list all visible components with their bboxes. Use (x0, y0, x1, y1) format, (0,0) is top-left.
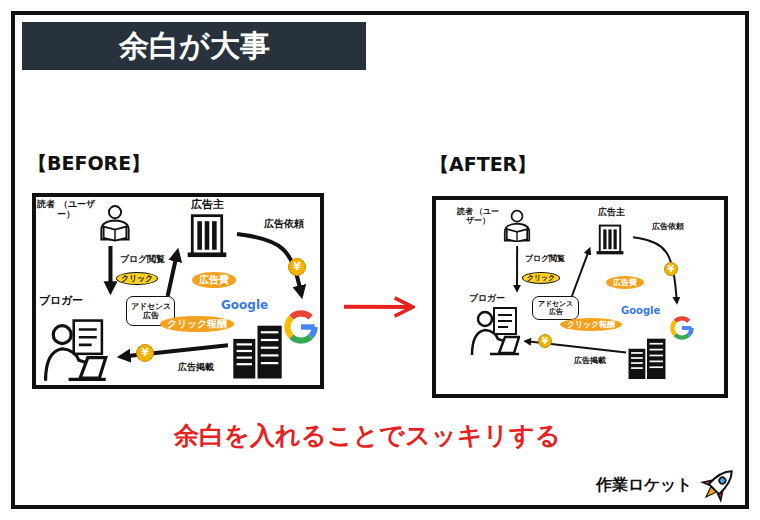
reader-node: 読者 （ユーザー） (36, 198, 134, 246)
heading-slot: 【BEFORE】 (28, 153, 150, 175)
rocket-icon (697, 462, 741, 506)
node-label: 広告主 (179, 199, 235, 212)
edge-label: 広告掲載 (572, 356, 608, 365)
reader-icon (505, 211, 529, 242)
advertiser-icon (188, 216, 227, 257)
label-slot: 広告掲載 (176, 362, 216, 372)
frame-heading: 【BEFORE】 (28, 153, 150, 175)
edge-label: クリック (522, 272, 560, 284)
label-slot: ブログ閲覧 (523, 254, 567, 263)
reader-icon (101, 206, 128, 241)
label-slot: 広告費 (606, 276, 644, 289)
reward-bubble: クリック報酬 (560, 318, 622, 331)
yen-coin: ¥ (538, 334, 552, 348)
google-g-icon (672, 318, 691, 337)
edge-label: 広告依頼 (262, 218, 306, 230)
blogger-icon (472, 308, 519, 355)
google-node: Google (220, 298, 320, 384)
node-label: アドセンス 広告 (536, 300, 576, 316)
caption-slot: 余白を入れることでスッキリする (107, 422, 627, 451)
label-slot: 広告依頼 (262, 218, 306, 230)
google-g-icon (287, 313, 314, 340)
transition-arrow (344, 305, 412, 309)
heading-slot: 【AFTER】 (430, 154, 536, 176)
node-label: 読者 （ユーザー） (37, 199, 95, 220)
label-slot: ¥ (664, 262, 678, 276)
node-label: ブロガー (39, 295, 83, 308)
reward-bubble: クリック報酬 (160, 316, 234, 332)
yen-coin: ¥ (136, 344, 154, 362)
reader-node: 読者 （ユーザー） (452, 206, 540, 246)
label-slot: クリック報酬 (160, 316, 234, 332)
node-label: Google (621, 305, 660, 317)
brand-label: 作業ロケット (596, 476, 692, 494)
title-band: 余白が大事 (22, 22, 366, 70)
advertiser-node: 広告主 (590, 206, 633, 258)
label-slot: 広告掲載 (572, 356, 608, 365)
label-slot: クリック (116, 272, 158, 285)
flow-arrow (108, 246, 112, 289)
blogger-node: ブロガー (468, 292, 524, 362)
before-icons (46, 206, 315, 381)
edge-label: 広告依頼 (650, 222, 686, 231)
yen-coin: ¥ (664, 262, 678, 276)
google-building-icon (629, 339, 666, 379)
blogger-node: ブロガー (38, 294, 118, 384)
google-node: Google (620, 304, 696, 392)
cost-bubble: 広告費 (192, 272, 236, 288)
yen-coin: ¥ (288, 258, 306, 276)
caption-text: 余白を入れることでスッキリする (174, 422, 561, 451)
label-slot: ¥ (136, 344, 154, 362)
advertiser-node: 広告主 (178, 198, 237, 258)
edge-label: 広告掲載 (176, 362, 216, 372)
node-label: アドセンス 広告 (130, 302, 172, 320)
edge-label: ブログ閲覧 (523, 254, 567, 263)
frame-heading: 【AFTER】 (430, 154, 536, 176)
adsense-box: アドセンス 広告 (532, 296, 579, 320)
advertiser-icon (597, 226, 624, 255)
label-slot: ¥ (538, 334, 552, 348)
label-slot: 広告費 (192, 272, 236, 288)
label-slot: クリック (522, 272, 560, 284)
node-label: 広告主 (591, 207, 631, 217)
label-slot: ブログ閲覧 (118, 254, 167, 264)
node-label: ブロガー (469, 293, 505, 303)
label-slot: 作業ロケット (596, 476, 692, 494)
node-label: 読者 （ユーザー） (453, 207, 503, 225)
node-label: Google (221, 299, 268, 313)
label-slot: 広告依頼 (650, 222, 686, 231)
cost-bubble: 広告費 (606, 276, 644, 289)
page-border (13, 13, 747, 507)
flow-arrow (168, 254, 177, 296)
edge-label: クリック (116, 272, 158, 285)
label-slot: ¥ (288, 258, 306, 276)
google-building-icon (233, 326, 281, 379)
label-slot: クリック報酬 (560, 318, 622, 331)
flow-arrow (516, 246, 518, 289)
title-text: 余白が大事 (119, 29, 270, 64)
edge-label: ブログ閲覧 (118, 254, 167, 264)
flow-arrow (572, 250, 589, 296)
blogger-icon (46, 321, 106, 381)
